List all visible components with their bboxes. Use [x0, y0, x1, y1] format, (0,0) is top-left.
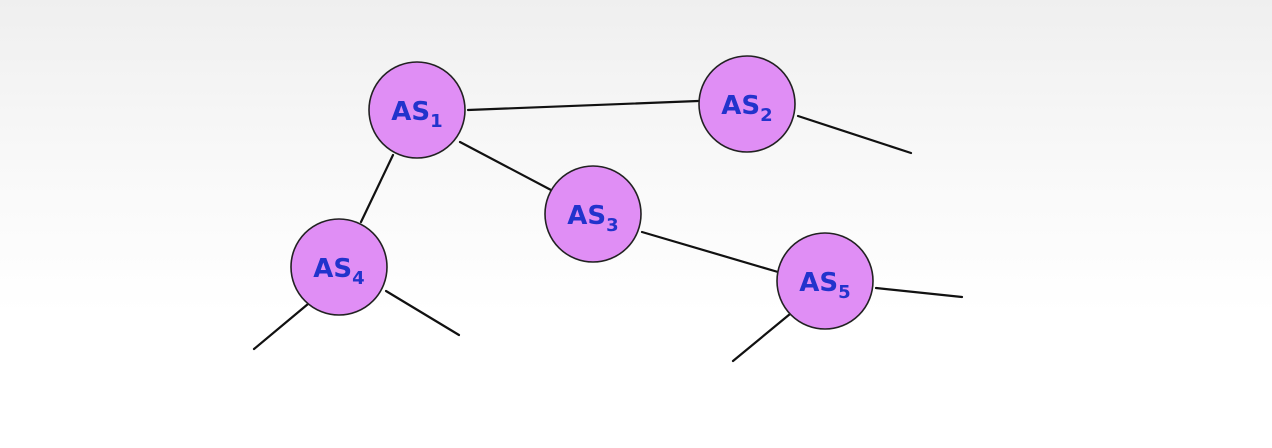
node-as4-label: AS4 — [313, 254, 364, 289]
node-as5-circle — [776, 232, 874, 330]
edge-as1-as3 — [458, 140, 553, 192]
edge-as3-as5 — [640, 230, 780, 274]
edge-as1-as2 — [466, 99, 700, 112]
node-as4-circle — [290, 218, 388, 316]
node-as5-label: AS5 — [799, 268, 850, 303]
node-as3: AS3 — [544, 165, 642, 263]
node-as1: AS1 — [368, 61, 466, 159]
dangling-link-as4-right — [384, 289, 461, 337]
node-as3-label: AS3 — [567, 201, 618, 236]
dangling-link-as4-left — [252, 302, 310, 351]
node-as4: AS4 — [290, 218, 388, 316]
node-as2-circle — [698, 55, 796, 153]
dangling-link-as5-left — [731, 312, 792, 363]
node-as3-circle — [544, 165, 642, 263]
node-as1-label: AS1 — [391, 97, 442, 132]
node-as2-label: AS2 — [721, 91, 772, 126]
nodes-layer: AS1 AS2 AS3 AS4 AS5 — [290, 55, 874, 330]
edge-as1-as4 — [359, 153, 395, 224]
dangling-link-as5-right — [874, 286, 964, 299]
edges-layer — [252, 99, 964, 363]
node-as2: AS2 — [698, 55, 796, 153]
dangling-link-as2 — [796, 114, 913, 155]
node-as1-circle — [368, 61, 466, 159]
node-as5: AS5 — [776, 232, 874, 330]
